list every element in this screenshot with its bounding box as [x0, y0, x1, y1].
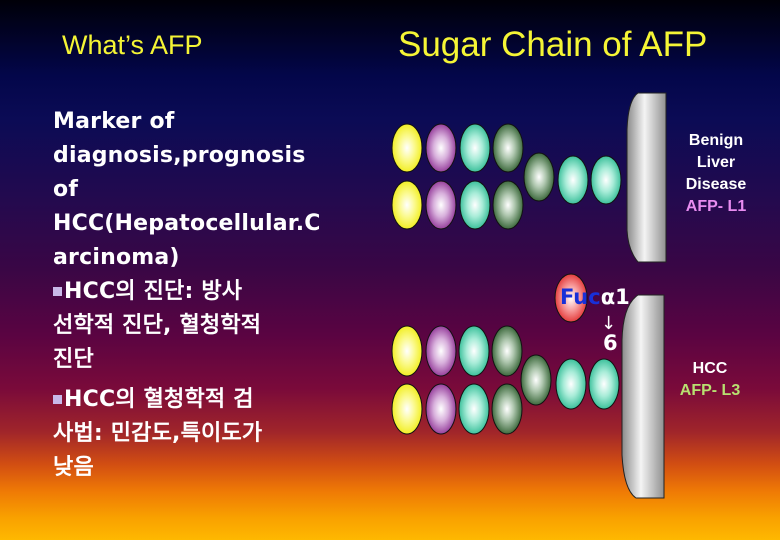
linkage-arrow-icon: ↓ [601, 313, 617, 334]
afp-l1-label: AFP- L1 [685, 198, 747, 215]
intro-text: Marker of diagnosis,prognosis of HCC(Hep… [53, 109, 321, 270]
fucose-sugar [554, 273, 588, 323]
bullet-item: HCC의 진단: 방사 선학적 진단, 혈청학적 진단 [53, 279, 262, 372]
bullet-square-icon [53, 287, 62, 296]
left-title: What’s AFP [62, 30, 203, 60]
protein-shield-top [626, 92, 667, 263]
fucose-label: Fucα1 [560, 285, 630, 309]
protein-shield-bottom [621, 294, 665, 499]
top-sugar-chain [391, 92, 667, 263]
right-title: Sugar Chain of AFP [398, 25, 708, 64]
linkage-position: 6 [603, 331, 618, 355]
afp-l3-label: AFP- L3 [679, 382, 741, 399]
bottom-label: HCC AFP- L3 [665, 358, 755, 402]
top-label: Benign Liver Disease AFP- L1 [672, 130, 760, 218]
bottom-sugar-chain [391, 273, 665, 499]
bullet-square-icon [53, 395, 62, 404]
bullet-item: HCC의 혈청학적 검 사법: 민감도,특이도가 낮음 [53, 387, 263, 480]
body-text: Marker of diagnosis,prognosis of HCC(Hep… [53, 105, 353, 485]
